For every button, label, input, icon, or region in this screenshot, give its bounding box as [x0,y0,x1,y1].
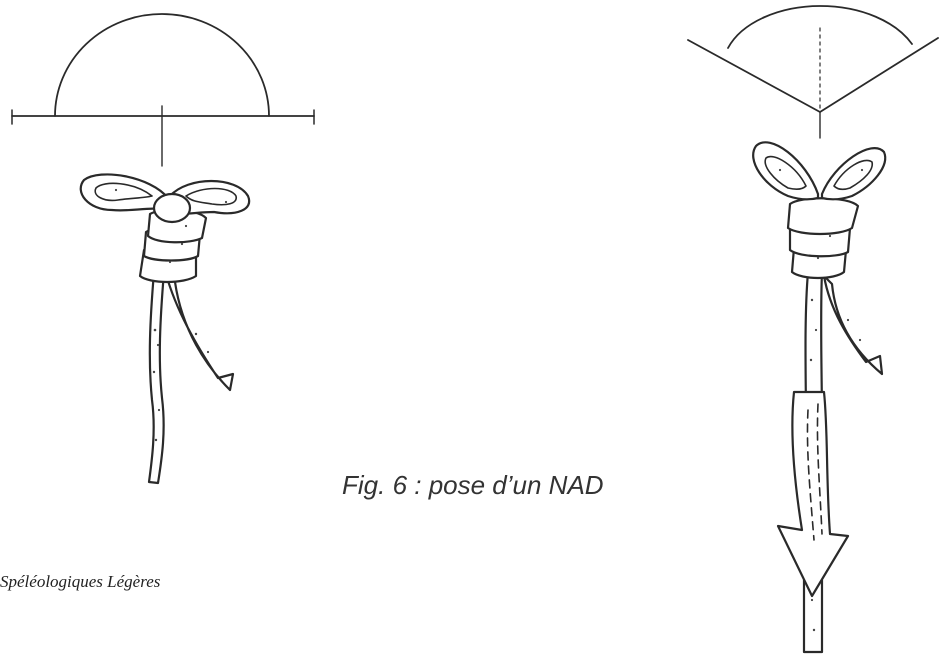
right-knot-wrap-3 [788,198,858,234]
right-knot-ear-left [753,142,818,199]
right-knot-ear-right [822,148,885,199]
right-knot-figure [688,6,938,652]
left-dome-arc [55,14,269,116]
figure-caption: Fig. 6 : pose d’un NAD [342,470,604,501]
right-anchor-left-line [688,40,820,112]
footer-text-fragment: Spéléologiques Légères [0,572,160,592]
right-rope-tail [824,276,882,374]
left-rope-tail [166,274,233,390]
left-knot-center [154,194,190,222]
right-load-arrow-icon [778,392,848,596]
left-rope-main [149,272,164,483]
right-anchor-right-line [820,38,938,112]
left-knot-figure [12,14,314,483]
